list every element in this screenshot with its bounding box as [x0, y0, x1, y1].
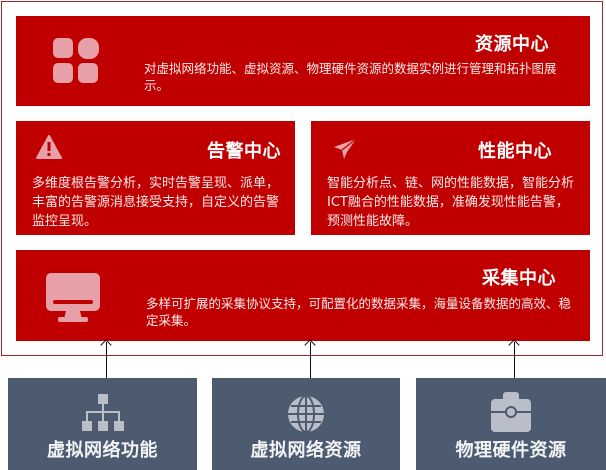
arrow-vnr-to-collection — [310, 342, 311, 378]
apps-grid-icon — [53, 38, 99, 83]
resource-center-title: 资源中心 — [475, 34, 549, 55]
source-virtual-network-resource: 虚拟网络资源 — [212, 378, 400, 470]
toolbox-icon — [491, 392, 531, 432]
arrow-vnf-to-collection — [106, 342, 107, 378]
globe-icon — [288, 395, 324, 433]
performance-center-title: 性能中心 — [478, 141, 552, 162]
collection-center-card: 采集中心 多样可扩展的采集协议支持，可配置化的数据采集，海量设备数据的高效、稳定… — [16, 250, 590, 341]
platform-frame — [1, 1, 603, 356]
alarm-center-desc: 多维度根告警分析，实时告警呈现、派单，丰富的告警源消息接受支持，自定义的告警监控… — [32, 176, 280, 229]
collection-center-desc: 多样可扩展的采集协议支持，可配置化的数据采集，海量设备数据的高效、稳定采集。 — [146, 296, 572, 328]
source-virtual-network-function: 虚拟网络功能 — [8, 378, 197, 470]
hierarchy-icon — [81, 394, 124, 431]
arrow-phr-to-collection — [514, 342, 515, 378]
warning-triangle-icon — [36, 135, 62, 159]
alarm-center-card: 告警中心 多维度根告警分析，实时告警呈现、派单，丰富的告警源消息接受支持，自定义… — [16, 121, 295, 235]
source-label: 虚拟网络功能 — [47, 440, 158, 461]
performance-center-desc: 智能分析点、链、网的性能数据，智能分析ICT融合的性能数据，准确发现性能告警，预… — [327, 176, 575, 229]
performance-center-card: 性能中心 智能分析点、链、网的性能数据，智能分析ICT融合的性能数据，准确发现性… — [311, 121, 590, 235]
source-physical-hardware-resource: 物理硬件资源 — [416, 378, 606, 470]
resource-center-card: 资源中心 对虚拟网络功能、虚拟资源、物理硬件资源的数据实例进行管理和拓扑图展示。 — [16, 16, 590, 106]
source-label: 虚拟网络资源 — [250, 440, 362, 461]
monitor-icon — [46, 273, 100, 322]
paper-plane-icon — [334, 138, 357, 159]
source-label: 物理硬件资源 — [455, 440, 567, 461]
alarm-center-title: 告警中心 — [207, 141, 281, 162]
collection-center-title: 采集中心 — [482, 268, 556, 289]
resource-center-desc: 对虚拟网络功能、虚拟资源、物理硬件资源的数据实例进行管理和拓扑图展示。 — [144, 61, 557, 93]
